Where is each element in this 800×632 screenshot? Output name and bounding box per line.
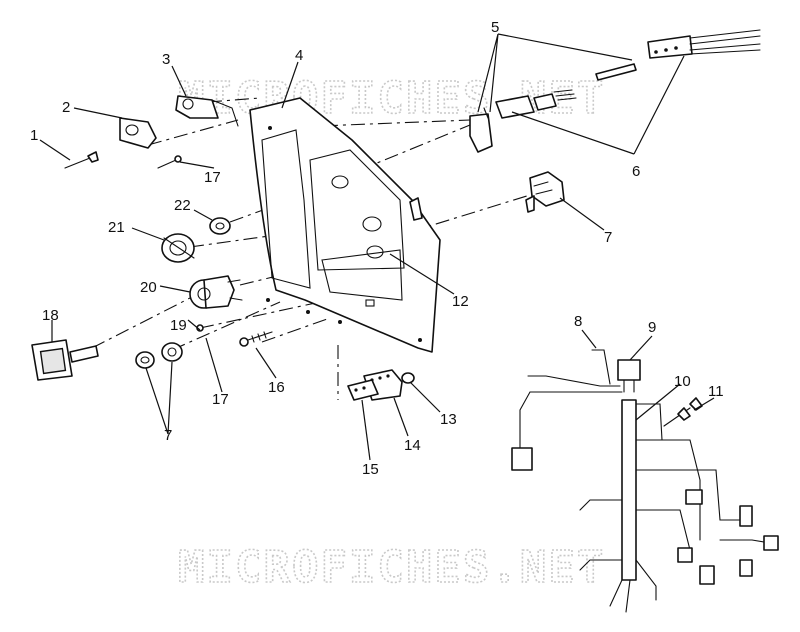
callout-2: 2 (62, 99, 70, 116)
callout-18: 18 (42, 307, 59, 324)
callout-3: 3 (162, 51, 170, 68)
callout-1: 1 (30, 127, 38, 144)
mounting-bracket-part-3 (175, 95, 239, 127)
callout-16: 16 (268, 379, 285, 396)
bezel-part-2 (119, 117, 157, 149)
callout-19: 19 (170, 317, 187, 334)
callout-12: 12 (452, 293, 469, 310)
callout-15: 15 (362, 461, 379, 478)
switch-assembly-part-5 (469, 29, 761, 153)
callout-4: 4 (295, 47, 303, 64)
toggle-switch-part-7 (525, 171, 565, 213)
callout-17-upper: 17 (204, 169, 221, 186)
callout-22: 22 (174, 197, 191, 214)
screw-part-17-upper (157, 155, 182, 169)
bolt-part-16 (239, 331, 273, 347)
callout-20: 20 (140, 279, 157, 296)
nut-part-21 (161, 233, 195, 263)
callout-7-lower: 7 (164, 427, 172, 444)
dash-panel-part-4 (249, 97, 441, 353)
callout-9: 9 (648, 319, 656, 336)
nuts-part-7-lower (135, 342, 183, 369)
nut-part-13 (401, 372, 415, 384)
watermark-bottom: MICROFICHES.NET (178, 542, 605, 593)
callout-14: 14 (404, 437, 421, 454)
ignition-switch-part-20 (189, 275, 243, 309)
wiring-harness-part-10 (511, 349, 779, 613)
callout-leaders (39, 33, 715, 461)
callout-8: 8 (574, 313, 582, 330)
callout-10: 10 (674, 373, 691, 390)
callout-6: 6 (632, 163, 640, 180)
terminal-block-part-15 (347, 379, 379, 401)
callout-21: 21 (108, 219, 125, 236)
screw-part-1 (64, 151, 99, 169)
callout-11: 11 (708, 383, 724, 400)
washer-part-22 (209, 217, 231, 235)
callout-7-upper: 7 (604, 229, 612, 246)
key-part-18 (31, 339, 99, 381)
callout-labels: 1 2 3 4 5 6 7 7 8 9 10 11 12 13 14 15 16… (30, 19, 724, 478)
callout-17-lower: 17 (212, 391, 229, 408)
callout-13: 13 (440, 411, 457, 428)
callout-5: 5 (491, 19, 499, 36)
